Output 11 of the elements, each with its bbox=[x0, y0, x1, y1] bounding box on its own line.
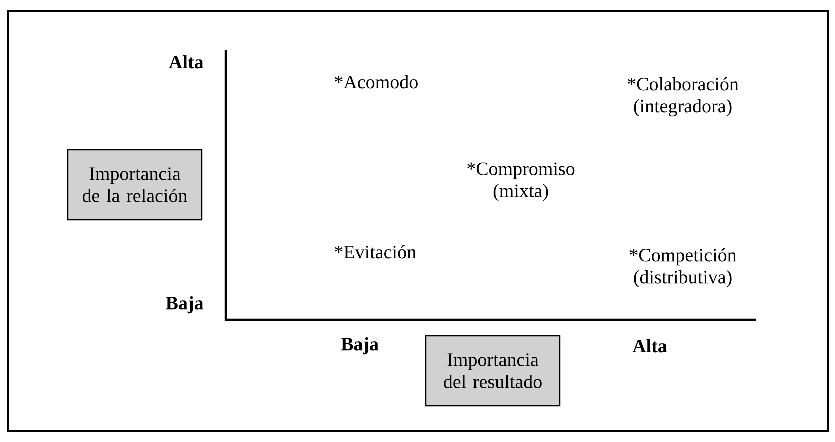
axis-value-label: Baja bbox=[341, 337, 379, 355]
axis-title-box: Importancia de la relación bbox=[67, 149, 203, 221]
quadrant-label: *Evitación bbox=[335, 245, 416, 259]
axis-title-box: Importancia del resultado bbox=[425, 335, 561, 407]
axis-value-label: Alta bbox=[632, 339, 668, 353]
axis-value-label: Baja bbox=[166, 296, 204, 314]
quadrant-label: *Compromiso (mixta) bbox=[468, 162, 575, 202]
quadrant-label: *Acomodo bbox=[335, 75, 418, 89]
quadrant-label: *Colaboración (integradora) bbox=[628, 77, 739, 117]
quadrant-label: *Competición (distributiva) bbox=[630, 248, 737, 288]
axis-value-label: Alta bbox=[169, 55, 204, 69]
